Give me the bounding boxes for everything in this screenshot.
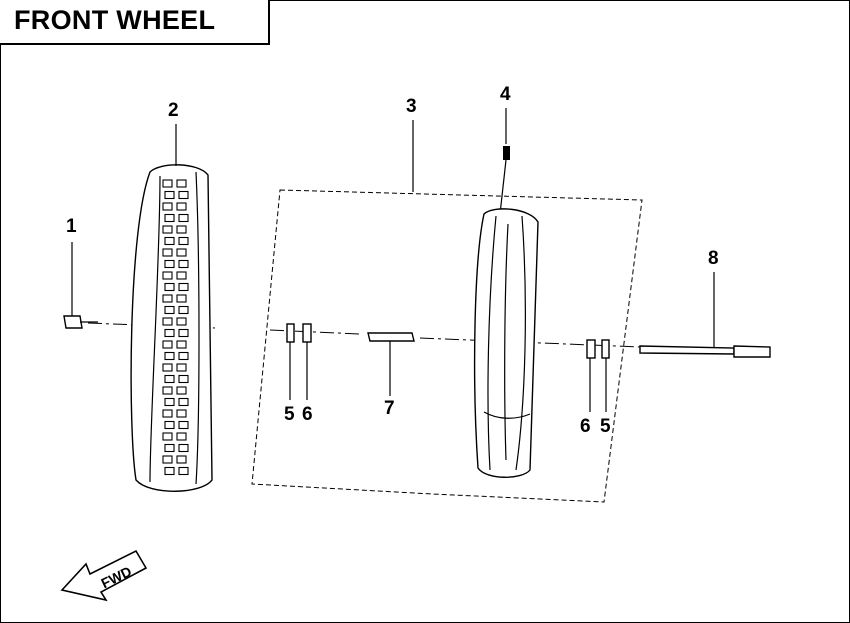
- tread-block: [164, 190, 175, 200]
- tread-block: [176, 409, 187, 418]
- tread-block: [162, 294, 173, 303]
- tread-block: [176, 179, 187, 188]
- tread-block: [162, 386, 173, 395]
- callout-6-left: 6: [302, 404, 313, 425]
- tread-block: [178, 305, 189, 315]
- callout-7: 7: [384, 398, 395, 419]
- tread-block: [178, 397, 189, 407]
- tread-block: [176, 317, 187, 326]
- callout-1: 1: [66, 216, 77, 237]
- tread-block: [176, 202, 187, 211]
- tread-block: [178, 259, 189, 269]
- tread-block: [162, 409, 173, 418]
- tread-block: [164, 259, 175, 269]
- tread-block: [176, 455, 187, 464]
- part-5-left-spacer: [286, 323, 295, 343]
- tread-block: [176, 386, 187, 395]
- tread-block: [162, 248, 173, 257]
- part-6-right-seal: [586, 339, 596, 359]
- part-6-left-seal: [302, 323, 312, 343]
- tread-block: [162, 271, 173, 280]
- tread-block: [162, 432, 173, 441]
- tread-block: [164, 282, 175, 292]
- callout-5-right: 5: [600, 416, 611, 437]
- tread-block: [178, 374, 189, 384]
- callout-2: 2: [168, 100, 179, 121]
- tread-block: [176, 225, 187, 234]
- tread-block: [176, 294, 187, 303]
- tread-block: [178, 236, 189, 246]
- tread-block: [178, 190, 189, 200]
- tread-block: [164, 351, 175, 361]
- callout-6-right: 6: [580, 416, 591, 437]
- tread-block: [162, 179, 173, 188]
- part-7-distance-collar: [367, 332, 415, 342]
- part-3-wheel-assembly-box: [251, 189, 643, 503]
- rim: [473, 208, 539, 478]
- part-1-axle-nut: [63, 315, 98, 329]
- tread-block: [178, 328, 189, 338]
- tread-block: [178, 443, 189, 453]
- tread-block: [162, 363, 173, 372]
- forward-arrow-icon: FWD: [60, 549, 148, 602]
- tread-block: [162, 455, 173, 464]
- tread-block: [178, 213, 189, 223]
- callout-8: 8: [708, 248, 719, 269]
- tread-block: [164, 374, 175, 384]
- tread-block: [164, 443, 175, 453]
- tread-block: [178, 351, 189, 361]
- callout-4: 4: [500, 84, 511, 105]
- tread-block: [176, 271, 187, 280]
- tread-block: [178, 282, 189, 292]
- tread-block: [162, 317, 173, 326]
- tread-block: [164, 236, 175, 246]
- title-box: FRONT WHEEL: [0, 0, 270, 45]
- tread-block: [176, 363, 187, 372]
- callout-5-left: 5: [284, 404, 295, 425]
- tread-block: [162, 202, 173, 211]
- leader-lines: [71, 108, 715, 412]
- part-2-tire: [130, 164, 213, 492]
- tread-block: [164, 305, 175, 315]
- tread-block: [178, 466, 189, 476]
- tread-block: [176, 432, 187, 441]
- tread-block: [176, 340, 187, 349]
- tire-tread: [162, 179, 189, 476]
- tread-block: [164, 466, 175, 476]
- part-5-right-spacer: [601, 339, 610, 359]
- tread-block: [162, 340, 173, 349]
- page-title: FRONT WHEEL: [14, 5, 216, 35]
- tread-block: [164, 397, 175, 407]
- tread-block: [178, 420, 189, 430]
- part-8-axle: [639, 345, 771, 358]
- tread-block: [164, 213, 175, 223]
- tread-block: [164, 328, 175, 338]
- tread-block: [176, 248, 187, 257]
- tread-block: [164, 420, 175, 430]
- callout-3: 3: [406, 96, 417, 117]
- tread-block: [162, 225, 173, 234]
